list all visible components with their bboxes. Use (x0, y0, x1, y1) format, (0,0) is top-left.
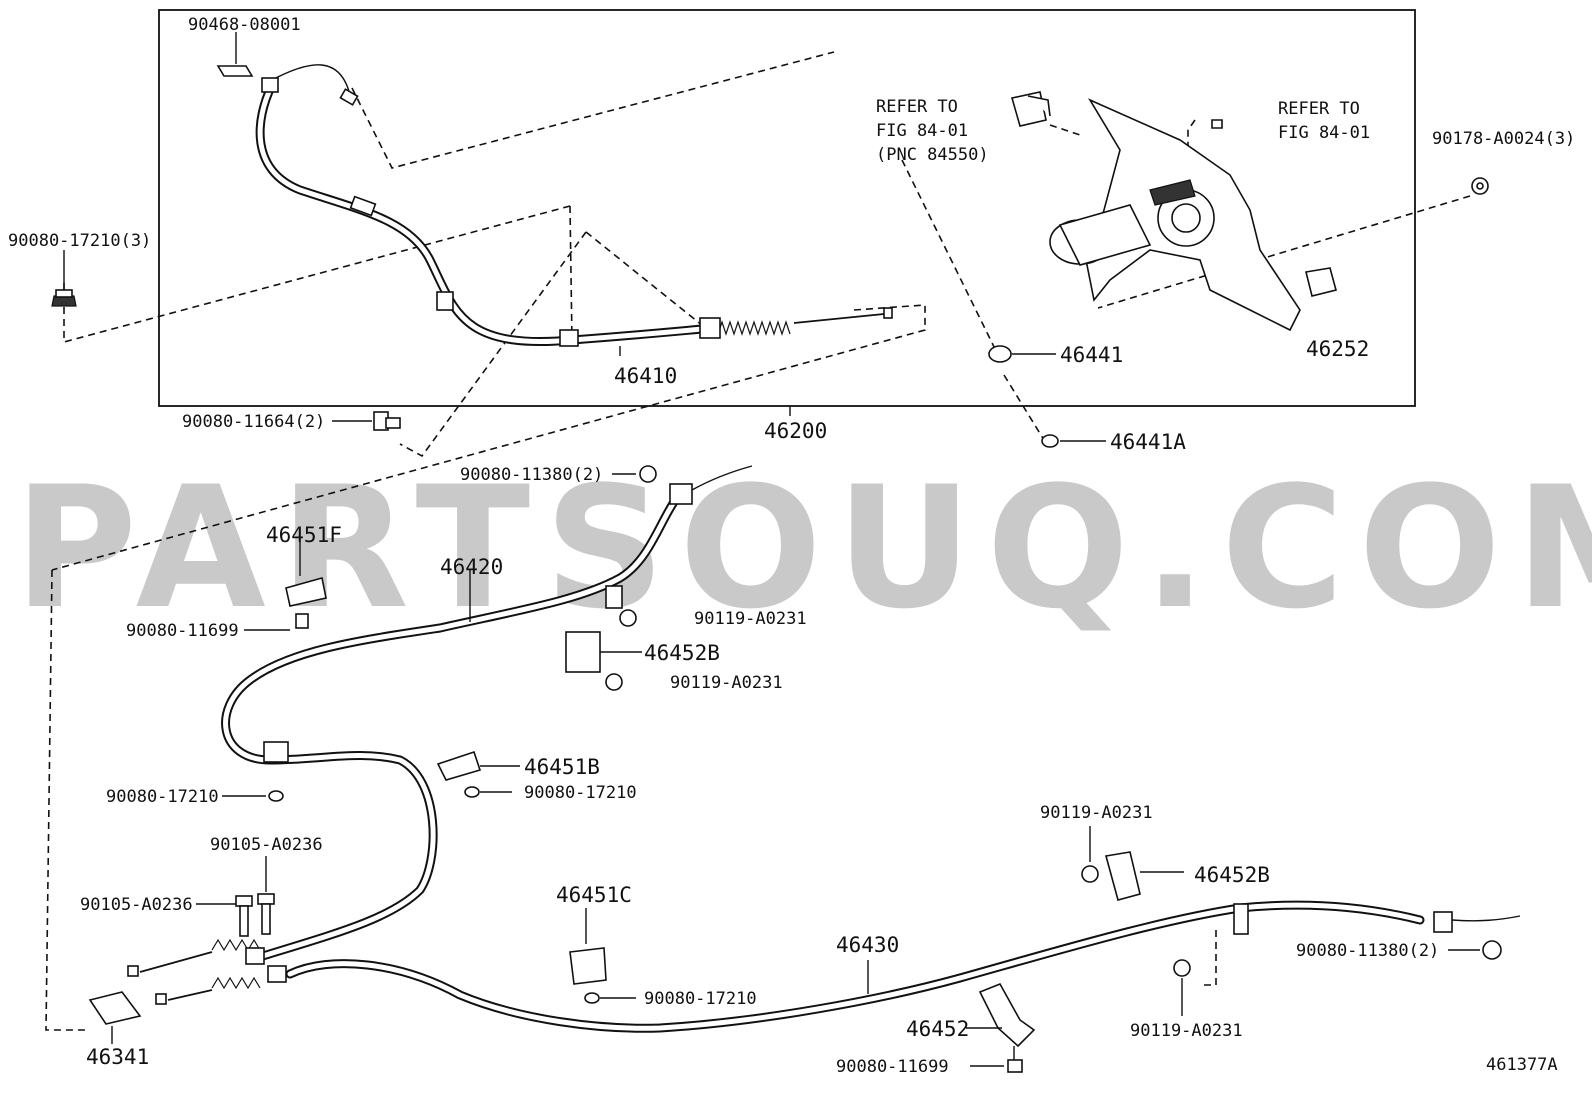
label-46341: 46341 (86, 1045, 149, 1069)
assembly-frame-46200 (158, 9, 1416, 407)
cable-46410 (255, 64, 893, 347)
label-46451c: 46451C (556, 883, 632, 907)
bracket-46451b (222, 750, 520, 802)
clip-90468-08001 (216, 32, 279, 93)
parking-brake-lever-assembly (1010, 91, 1489, 332)
label-90080-11380-2-right: 90080-11380(2) (1296, 941, 1439, 961)
bracket-46341 (88, 991, 142, 1044)
part-labels: 90468-08001 90080-17210(3) 46410 90080-1… (8, 15, 1575, 1077)
label-90080-11699-bottom: 90080-11699 (836, 1057, 949, 1077)
grommet-46441a (1041, 434, 1106, 448)
label-90105-a0236-b: 90105-A0236 (80, 895, 193, 915)
clip-46451f (285, 542, 327, 629)
label-46430: 46430 (836, 933, 899, 957)
bracket-46452b-top (565, 465, 657, 691)
nut-90080-17210-3 (51, 250, 77, 307)
grommet-46441 (988, 345, 1056, 363)
bracket-46452b-right (1081, 826, 1184, 901)
bolt-90119-a0231-d (1173, 959, 1191, 1016)
label-46451b: 46451B (524, 755, 600, 779)
label-46452b-right: 46452B (1194, 863, 1270, 887)
watermark: PARTSOUQ.COM (14, 450, 1592, 646)
label-90080-17210-low: 90080-17210 (644, 989, 757, 1009)
cable-46420 (127, 465, 753, 977)
clip-46451c (569, 908, 636, 1004)
label-90468-08001: 90468-08001 (188, 15, 301, 35)
label-46451f: 46451F (266, 523, 342, 547)
note-refer-left-3: (PNC 84550) (876, 145, 989, 165)
label-46420: 46420 (440, 555, 503, 579)
note-refer-left-2: FIG 84-01 (876, 121, 968, 141)
label-90178-a0024-3: 90178-A0024(3) (1432, 129, 1575, 149)
bolt-90080-11664-2 (332, 411, 401, 431)
label-46452: 46452 (906, 1017, 969, 1041)
note-refer-right-2: FIG 84-01 (1278, 123, 1370, 143)
note-refer-right-1: REFER TO (1278, 99, 1360, 119)
note-refer-left-1: REFER TO (876, 97, 958, 117)
label-90080-11699-top: 90080-11699 (126, 621, 239, 641)
label-46410: 46410 (614, 364, 677, 388)
label-90119-a0231-c: 90119-A0231 (1040, 803, 1153, 823)
bolts-90105-a0236 (196, 856, 275, 937)
label-leaders (244, 473, 869, 994)
label-46441a: 46441A (1110, 430, 1186, 454)
label-90119-a0231-d: 90119-A0231 (1130, 1021, 1243, 1041)
label-46452b-top: 46452B (644, 641, 720, 665)
label-90080-11664-2: 90080-11664(2) (182, 412, 325, 432)
figure-id: 461377A (1486, 1055, 1558, 1075)
dashed-leaders-top (45, 51, 1471, 1031)
label-46200: 46200 (764, 419, 827, 443)
label-90119-a0231-b: 90119-A0231 (670, 673, 783, 693)
label-90080-17210-left: 90080-17210 (106, 787, 219, 807)
label-90105-a0236-a: 90105-A0236 (210, 835, 323, 855)
label-90080-17210-mid: 90080-17210 (524, 783, 637, 803)
label-46441: 46441 (1060, 343, 1123, 367)
label-46252: 46252 (1306, 337, 1369, 361)
label-90080-11380-2-top: 90080-11380(2) (460, 465, 603, 485)
bolt-90080-11380-2-right (1448, 940, 1502, 960)
bracket-46452 (966, 982, 1036, 1073)
label-90119-a0231-a: 90119-A0231 (694, 609, 807, 629)
cable-46430 (155, 900, 1521, 1033)
label-90080-17210-3: 90080-17210(3) (8, 231, 151, 251)
